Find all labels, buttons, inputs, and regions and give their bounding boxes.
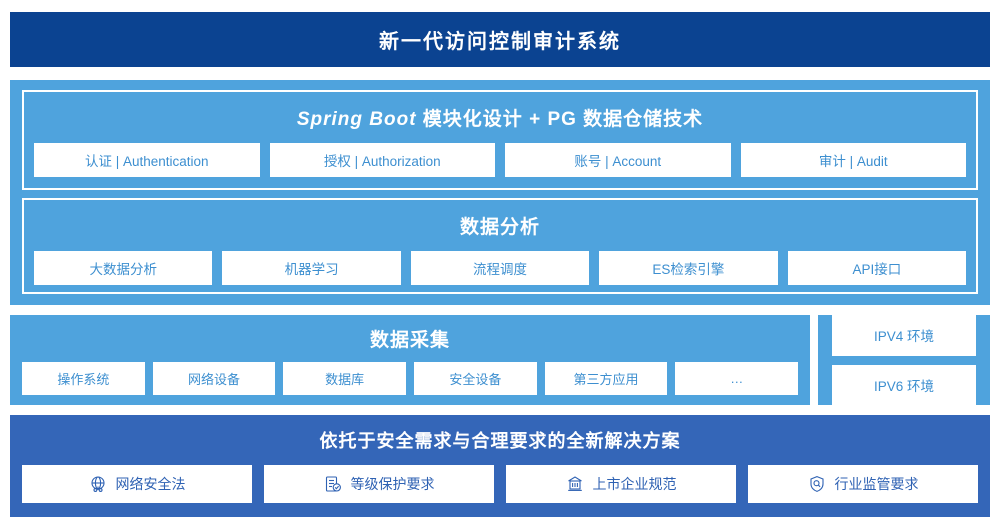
globe-network-icon — [89, 475, 107, 493]
bank-building-icon — [566, 475, 584, 493]
card-cybersecurity-law[interactable]: 网络安全法 — [22, 465, 252, 503]
data-collection-section: 数据采集 操作系统 网络设备 数据库 安全设备 第三方应用 … — [10, 315, 810, 405]
card-label: 行业监管要求 — [834, 476, 919, 492]
data-collection-title: 数据采集 — [369, 330, 450, 351]
card-big-data-analysis[interactable]: 大数据分析 — [34, 251, 213, 285]
card-security-device[interactable]: 安全设备 — [414, 362, 537, 395]
compliance-title: 依托于安全需求与合理要求的全新解决方案 — [319, 431, 681, 451]
card-account[interactable]: 账号 | Account — [505, 143, 731, 177]
card-ipv6-environment[interactable]: IPV6 环境 — [832, 364, 976, 405]
card-classified-protection[interactable]: 等级保护要求 — [264, 465, 494, 503]
springboot-group-title: Spring Boot 模块化设计 + PG 数据仓储技术 — [34, 104, 966, 131]
springboot-card-list: 认证 | Authentication 授权 | Authorization 账… — [34, 143, 966, 177]
card-industry-regulation[interactable]: 行业监管要求 — [748, 465, 978, 503]
card-ipv4-environment[interactable]: IPV4 环境 — [832, 315, 976, 356]
card-third-party-app[interactable]: 第三方应用 — [544, 362, 668, 395]
card-database[interactable]: 数据库 — [283, 362, 407, 395]
ip-environment-section: IPV4 环境 IPV6 环境 — [818, 315, 990, 405]
data-analysis-card-list: 大数据分析 机器学习 流程调度 ES检索引擎 API接口 — [34, 251, 967, 285]
compliance-section: 依托于安全需求与合理要求的全新解决方案 网络安全法 — [10, 415, 990, 517]
card-authentication[interactable]: 认证 | Authentication — [34, 143, 260, 177]
card-operating-system[interactable]: 操作系统 — [22, 362, 145, 395]
card-label: 上市企业规范 — [592, 476, 677, 492]
compliance-card-list: 网络安全法 等级保护要求 — [22, 465, 978, 503]
card-machine-learning[interactable]: 机器学习 — [222, 251, 401, 285]
springboot-title-suffix: 模块化设计 + PG 数据仓储技术 — [416, 109, 704, 130]
data-collection-card-list: 操作系统 网络设备 数据库 安全设备 第三方应用 … — [22, 362, 799, 395]
card-api-interface[interactable]: API接口 — [787, 251, 967, 285]
data-analysis-group: 数据分析 大数据分析 机器学习 流程调度 ES检索引擎 API接口 — [22, 198, 978, 294]
card-label: 网络安全法 — [115, 476, 186, 492]
card-label: 等级保护要求 — [350, 476, 435, 492]
card-more[interactable]: … — [675, 362, 799, 395]
card-listed-enterprise-standard[interactable]: 上市企业规范 — [506, 465, 736, 503]
document-check-icon — [324, 475, 342, 493]
springboot-group: Spring Boot 模块化设计 + PG 数据仓储技术 认证 | Authe… — [22, 90, 978, 190]
shield-search-icon — [808, 475, 826, 493]
card-es-search-engine[interactable]: ES检索引擎 — [599, 251, 778, 285]
data-analysis-group-title: 数据分析 — [459, 217, 540, 238]
springboot-title-prefix: Spring Boot — [296, 109, 417, 130]
page-title: 新一代访问控制审计系统 — [379, 31, 621, 53]
card-audit[interactable]: 审计 | Audit — [740, 143, 966, 177]
card-network-device[interactable]: 网络设备 — [152, 362, 276, 395]
card-authorization[interactable]: 授权 | Authorization — [269, 143, 495, 177]
header-bar: 新一代访问控制审计系统 — [10, 12, 990, 67]
card-process-scheduling[interactable]: 流程调度 — [410, 251, 590, 285]
platform-section: Spring Boot 模块化设计 + PG 数据仓储技术 认证 | Authe… — [10, 80, 990, 305]
